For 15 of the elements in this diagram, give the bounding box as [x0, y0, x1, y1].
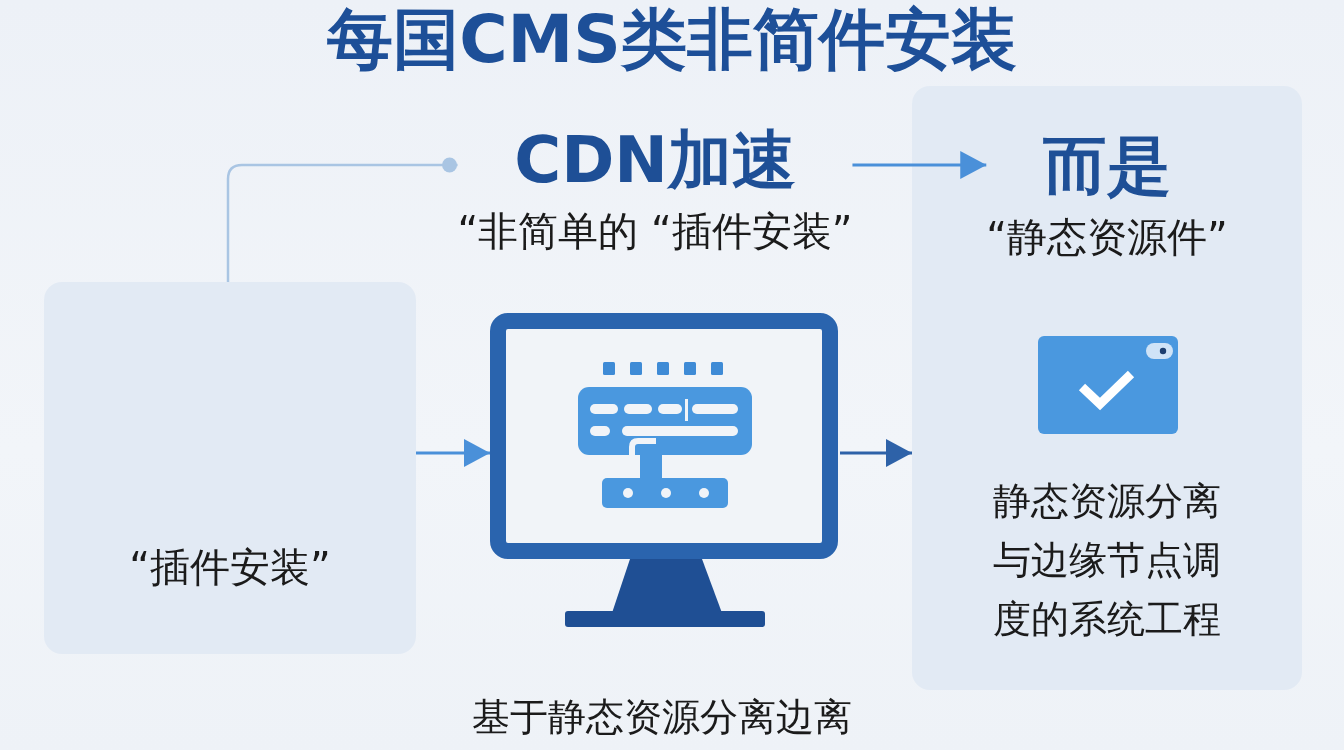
arrow: [840, 439, 912, 467]
monitor-icon: [490, 313, 840, 629]
arrow: [852, 151, 987, 179]
connector-line: [226, 157, 458, 282]
caption: 基于静态资源分离边离: [472, 696, 852, 740]
heading: CDN加速: [514, 124, 796, 198]
panel: [912, 86, 1302, 690]
subtitle: “静态资源件”: [986, 213, 1228, 260]
title: 每国CMS类非简件安装: [327, 2, 1017, 78]
subtitle: “非简单的 “插件安装”: [457, 207, 853, 254]
panel: [44, 282, 416, 654]
heading: 而是: [1043, 130, 1171, 204]
quoted-label: “插件安装”: [129, 544, 331, 590]
body-text: 静态资源分离与边缘节点调度的系统工程: [992, 478, 1222, 643]
arrow: [416, 439, 490, 467]
